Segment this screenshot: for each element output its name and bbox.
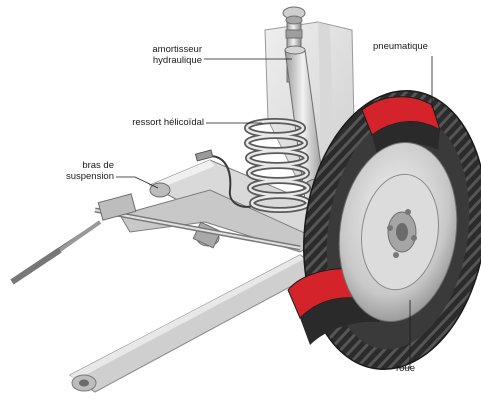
label-tire: pneumatique [373,41,428,52]
coil-spring [244,118,311,213]
leader-suspension-arm [116,176,159,189]
label-suspension-arm: bras de suspension [60,160,114,182]
label-wheel: roue [396,363,416,374]
label-suspension-arm-line2: suspension [65,171,114,182]
label-shock-absorber-line2: hydraulique [152,55,202,66]
label-shock-absorber: amortisseur hydraulique [120,44,202,66]
leader-lines [116,56,433,369]
suspension-arm [119,159,341,253]
label-shock-absorber-line1: amortisseur [152,44,202,55]
brake-hose [199,155,256,208]
label-coil-spring: ressort hélicoïdal [132,117,204,128]
tie-rod [10,193,301,285]
label-suspension-arm-line1: bras de [82,160,114,171]
wheel-rim [338,142,458,322]
chassis-beam [69,254,327,393]
